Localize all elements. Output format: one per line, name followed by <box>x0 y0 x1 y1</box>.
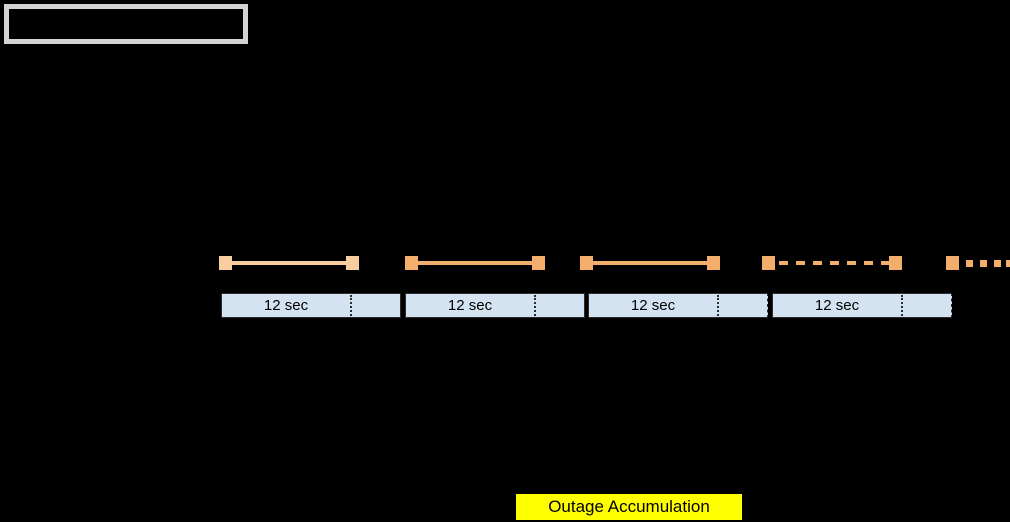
interval-start-marker <box>762 256 775 270</box>
interval-start-marker <box>580 256 593 270</box>
interval-segment-2[interactable] <box>405 256 545 270</box>
interval-end-marker <box>532 256 545 270</box>
duration-bar-label: 12 sec <box>814 297 860 314</box>
interval-start-marker <box>946 256 959 270</box>
duration-bar-divider <box>534 295 536 316</box>
duration-bar-3[interactable]: 12 sec <box>588 293 768 318</box>
interval-rail <box>219 261 359 265</box>
interval-end-marker <box>889 256 902 270</box>
duration-bar-divider <box>350 295 352 316</box>
continuation-ellipsis-dot <box>966 260 973 267</box>
duration-bar-label: 12 sec <box>630 297 676 314</box>
duration-bar-divider <box>717 295 719 316</box>
interval-segment-1[interactable] <box>219 256 359 270</box>
continuation-ellipsis-dot <box>980 260 987 267</box>
duration-bar-divider <box>901 295 903 316</box>
legend-box <box>4 4 248 44</box>
interval-end-marker <box>707 256 720 270</box>
interval-rail-dashed <box>762 261 902 265</box>
interval-rail <box>405 261 545 265</box>
duration-bar-label: 12 sec <box>447 297 493 314</box>
duration-bar-1[interactable]: 12 sec <box>221 293 401 318</box>
interval-segment-5-start[interactable] <box>946 256 959 270</box>
interval-segment-4[interactable] <box>762 256 902 270</box>
interval-rail <box>580 261 720 265</box>
interval-segment-3[interactable] <box>580 256 720 270</box>
outage-accumulation-label: Outage Accumulation <box>516 494 742 520</box>
duration-bar-4[interactable]: 12 sec <box>772 293 952 318</box>
interval-start-marker <box>219 256 232 270</box>
interval-end-marker <box>346 256 359 270</box>
interval-start-marker <box>405 256 418 270</box>
continuation-ellipsis-dot <box>994 260 1001 267</box>
continuation-ellipsis-dot <box>1006 260 1010 267</box>
duration-bar-2[interactable]: 12 sec <box>405 293 585 318</box>
duration-bar-label: 12 sec <box>263 297 309 314</box>
